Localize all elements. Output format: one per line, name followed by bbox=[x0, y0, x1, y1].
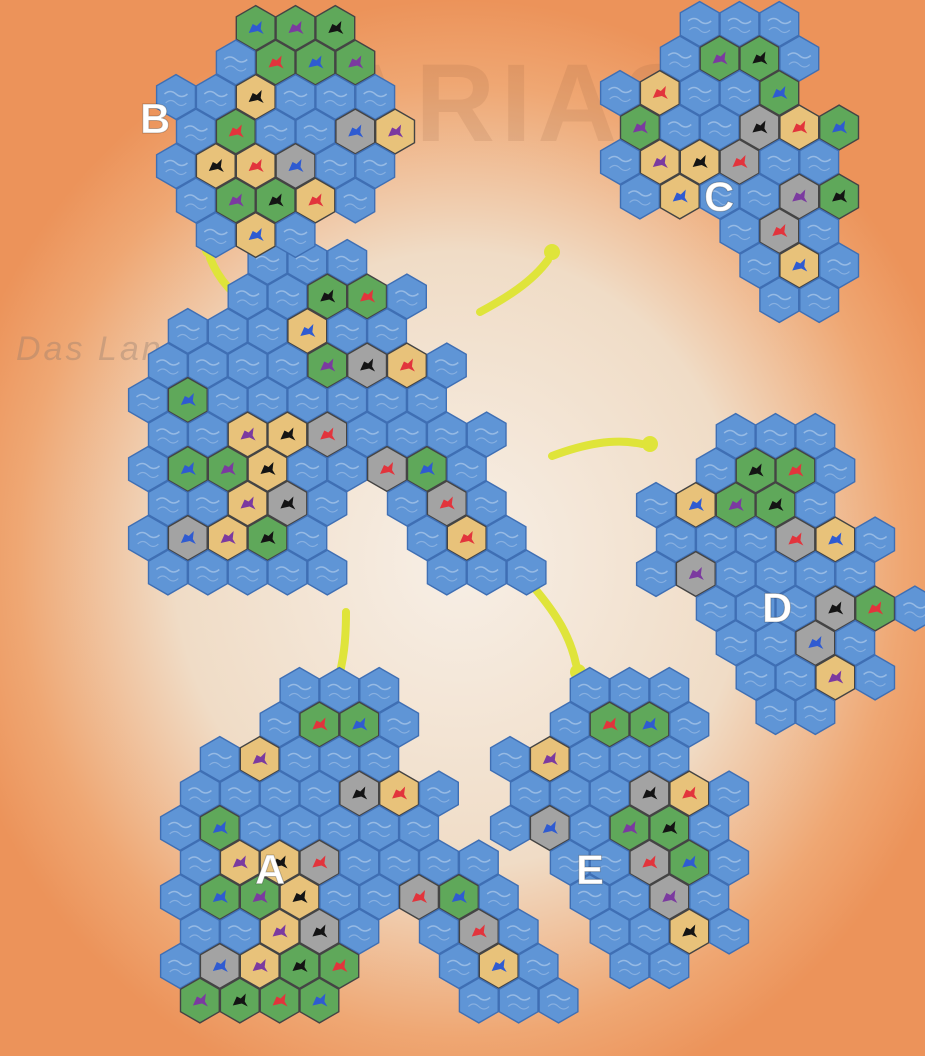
transition-arrow bbox=[480, 244, 560, 312]
map-label-E: E bbox=[576, 846, 604, 893]
map-main bbox=[129, 240, 546, 595]
transition-arrow bbox=[552, 436, 658, 456]
transition-arrow bbox=[536, 590, 586, 680]
map-label-B: B bbox=[140, 95, 170, 142]
map-C: C bbox=[601, 2, 859, 323]
map-label-C: C bbox=[704, 173, 734, 220]
map-B: B bbox=[140, 6, 415, 258]
map-label-A: A bbox=[255, 846, 285, 893]
map-label-D: D bbox=[762, 584, 792, 631]
maps-layer: A B C D E bbox=[129, 2, 925, 1023]
water-tile bbox=[896, 586, 925, 631]
